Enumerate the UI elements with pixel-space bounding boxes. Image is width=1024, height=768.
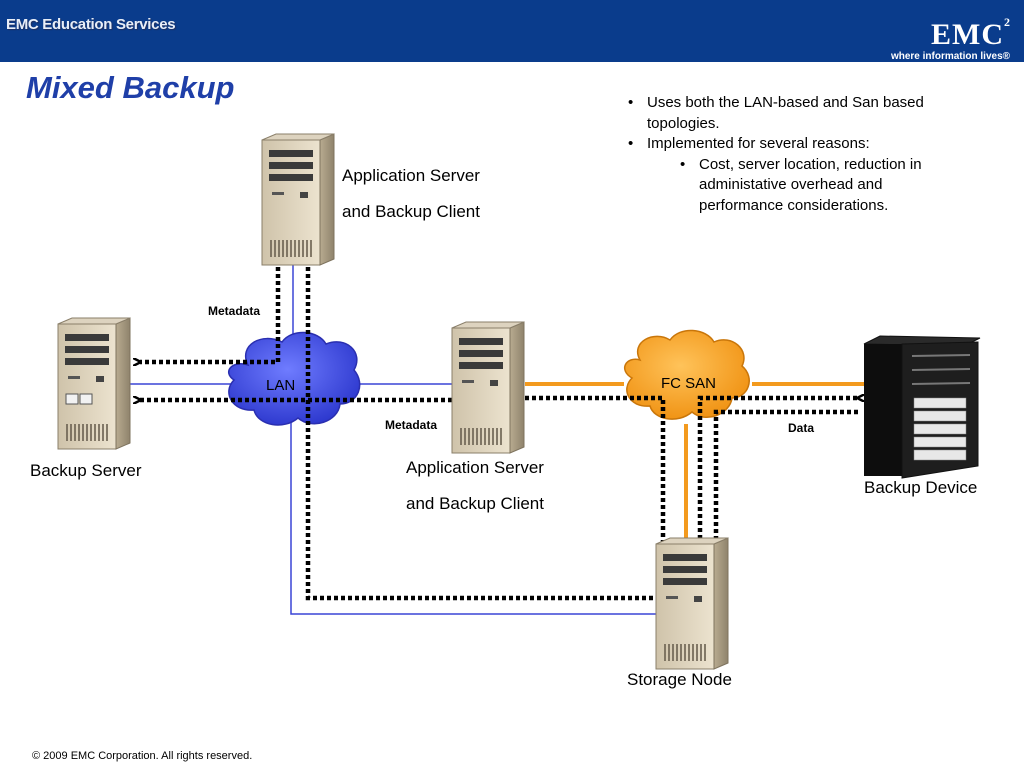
metadata-label-middle: Metadata [385, 418, 437, 432]
bullet-dot: • [680, 155, 686, 173]
storage-node [655, 537, 729, 670]
header-bar: EMC Education Services EMC2 where inform… [0, 0, 1024, 62]
metadata-paths [140, 260, 660, 601]
data-paths [525, 398, 858, 588]
emc-logo: EMC2 where information lives® [891, 6, 1010, 62]
backup-server [57, 317, 131, 450]
app-server-middle [451, 321, 525, 454]
app-server-top-label-line1: Application Server [342, 166, 480, 185]
lan-label: LAN [266, 377, 295, 394]
app-server-mid-label-line2: and Backup Client [406, 494, 544, 513]
app-server-mid-label-line1: Application Server [406, 458, 544, 477]
sub-bullet-text: Cost, server location, reduction in admi… [699, 155, 922, 214]
backup-device-label: Backup Device [864, 478, 977, 497]
emc-education-services-logo: EMC Education Services [6, 16, 176, 33]
bullet-item: • Uses both the LAN-based and San based t… [622, 93, 952, 134]
slide-title: Mixed Backup [26, 70, 235, 105]
data-label: Data [788, 421, 814, 435]
backup-device [863, 335, 981, 479]
emc-brand-name: EMC [931, 18, 1004, 51]
app-server-top [261, 133, 335, 266]
backup-server-label: Backup Server [30, 461, 142, 480]
sub-bullet-item: • Cost, server location, reduction in adm… [622, 155, 952, 217]
bullet-list: • Uses both the LAN-based and San based t… [622, 93, 952, 216]
emc-tagline: where information lives® [890, 51, 1010, 62]
bullet-item: • Implemented for several reasons: [622, 134, 952, 155]
emc-brand-sup: 2 [1004, 15, 1010, 29]
bullet-dot: • [628, 94, 634, 111]
storage-node-label: Storage Node [627, 670, 732, 689]
bullet-text: Implemented for several reasons: [647, 135, 870, 152]
bullet-dot: • [628, 135, 634, 152]
fc-san-label: FC SAN [661, 375, 716, 392]
copyright-footer: © 2009 EMC Corporation. All rights reser… [32, 750, 253, 762]
app-server-top-label-line2: and Backup Client [342, 202, 480, 221]
fc-san-cloud [623, 329, 750, 420]
bullet-text: Uses both the LAN-based and San based to… [647, 94, 924, 132]
san-links [525, 382, 866, 545]
lan-links [130, 258, 660, 615]
metadata-label-top: Metadata [208, 304, 260, 318]
